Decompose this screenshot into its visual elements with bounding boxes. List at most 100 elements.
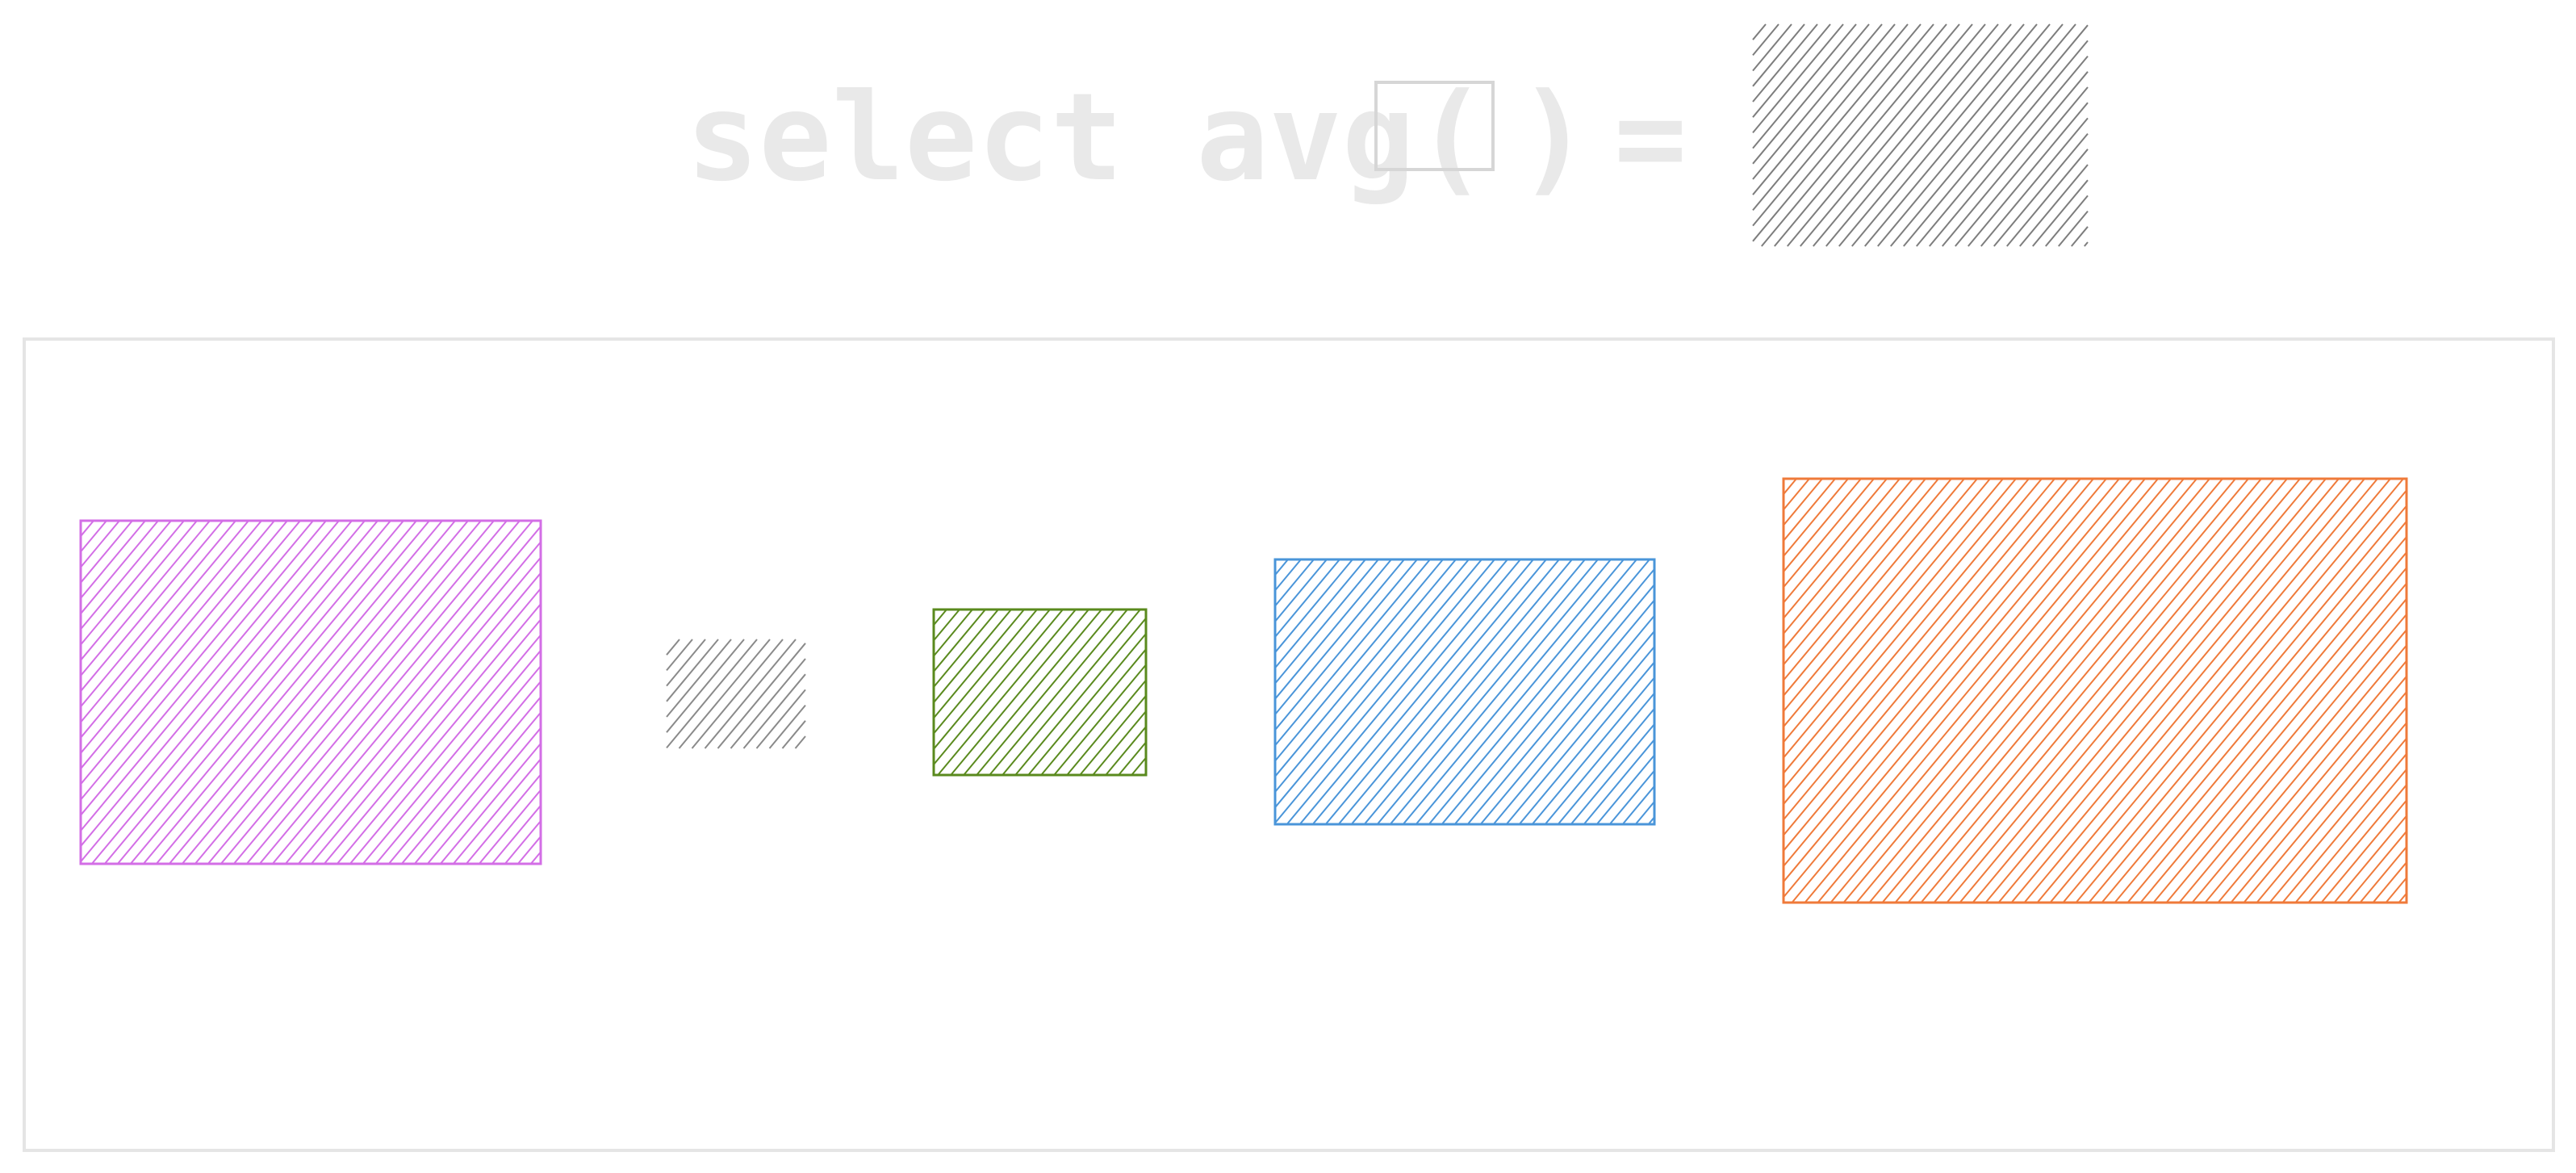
hatch-line — [272, 541, 542, 865]
hatch-line — [976, 609, 1115, 776]
outline — [1273, 558, 1656, 826]
hatch-line — [1466, 599, 1655, 825]
hatch-line — [2045, 195, 2089, 247]
hatch-line — [1363, 559, 1586, 825]
hatch-line — [2139, 582, 2407, 903]
hatch-line — [1274, 559, 1340, 638]
hatch-line — [1337, 559, 1560, 825]
hatch-line — [1955, 86, 2089, 247]
hatch-line — [2152, 598, 2407, 903]
hatch-line — [2126, 567, 2407, 903]
hatch-line — [530, 851, 542, 865]
hatch-line — [2230, 691, 2407, 903]
hatch-line — [517, 836, 542, 865]
hatch-line — [1274, 559, 1379, 685]
hatch-line — [1959, 478, 2314, 903]
input-frame — [23, 337, 2555, 1152]
hatch-line — [2075, 505, 2407, 903]
formula: select avg( ) = — [686, 68, 1687, 208]
hatch-line — [80, 520, 120, 568]
hatch-line — [1274, 559, 1366, 669]
hatch-line — [1783, 478, 1888, 604]
green-rectangle — [932, 608, 1148, 777]
hatch-line — [1583, 739, 1655, 825]
hatch-line — [1783, 478, 1836, 542]
hatch-line — [1053, 664, 1147, 776]
hatch-line — [1608, 769, 1655, 825]
hatch-line — [80, 520, 224, 692]
hatch-line — [937, 609, 1077, 776]
hatch-line — [1752, 23, 1818, 103]
hatch-line — [1783, 478, 1810, 511]
hatch-line — [1752, 23, 1896, 195]
hatch-line — [2084, 241, 2089, 247]
outline — [79, 519, 542, 865]
hatch-line — [1783, 478, 2068, 821]
hatch-line — [781, 720, 806, 749]
hatch-line — [1274, 559, 1482, 808]
hatch-line — [1274, 559, 1392, 700]
hatch-line — [246, 520, 533, 865]
hatch-line — [130, 520, 417, 865]
hatch-line — [933, 609, 1038, 735]
hatch-line — [1783, 478, 1926, 650]
hatch-line — [91, 520, 378, 865]
hatch-line — [80, 520, 249, 723]
hatch-line — [207, 520, 495, 865]
hatch-line — [1518, 661, 1655, 825]
hatch-line — [80, 520, 198, 661]
hatch-line — [1838, 23, 2025, 247]
hatch-line — [1783, 478, 1875, 589]
hatch-line — [1131, 756, 1147, 776]
hatch-line — [2114, 551, 2407, 903]
hatch-line — [2359, 846, 2407, 903]
hatch-line — [1907, 478, 2262, 903]
hatch-line — [1274, 559, 1495, 824]
hatch-line — [933, 609, 947, 626]
hatch-line — [1752, 23, 1922, 227]
hatch-line — [1453, 584, 1655, 825]
hatch-line — [1783, 478, 1965, 697]
hatch-line — [1877, 23, 2064, 247]
hatch-line — [1804, 478, 2159, 903]
hatch-line — [401, 696, 542, 865]
hatch-line — [1813, 23, 1999, 247]
hatch-line — [259, 526, 542, 865]
hatch-line — [1570, 723, 1655, 825]
hatch-line — [1783, 478, 2030, 774]
hatch-line — [1274, 559, 1289, 576]
hatch-line — [2281, 753, 2407, 903]
hatch-line — [1783, 478, 2094, 852]
hatch-line — [80, 520, 236, 708]
hatch-line — [80, 520, 159, 614]
hatch-line — [337, 618, 542, 865]
hatch-line — [1783, 478, 1797, 495]
hatch-line — [2204, 660, 2407, 903]
hatch-line — [1783, 478, 1913, 635]
hatch-line — [80, 520, 314, 801]
hatch-line — [1752, 23, 1767, 40]
hatch-line — [80, 520, 353, 847]
hatch-line — [755, 689, 806, 749]
hatch-line — [2294, 769, 2407, 903]
hatch-line — [285, 556, 542, 865]
hatch-line — [2256, 722, 2407, 903]
hatch-line — [2071, 226, 2089, 247]
hatch-line — [1997, 478, 2352, 903]
hatch-line — [666, 639, 719, 702]
hatch-line — [1105, 726, 1147, 776]
hatch-line — [1933, 478, 2288, 903]
hatch-line — [1505, 646, 1655, 825]
hatch-line — [362, 650, 542, 865]
hatch-line — [1286, 559, 1508, 825]
hatch-line — [311, 588, 542, 865]
hatch-line — [989, 609, 1128, 776]
hatch-line — [2019, 164, 2089, 247]
hatch-line — [1298, 559, 1521, 825]
hatch-line — [1274, 559, 1315, 607]
hatch-line — [2036, 478, 2391, 903]
hatch-line — [233, 520, 521, 865]
hatch-line — [1274, 559, 1405, 715]
hatch-line — [1783, 478, 2055, 805]
hatch-line — [2023, 478, 2378, 903]
